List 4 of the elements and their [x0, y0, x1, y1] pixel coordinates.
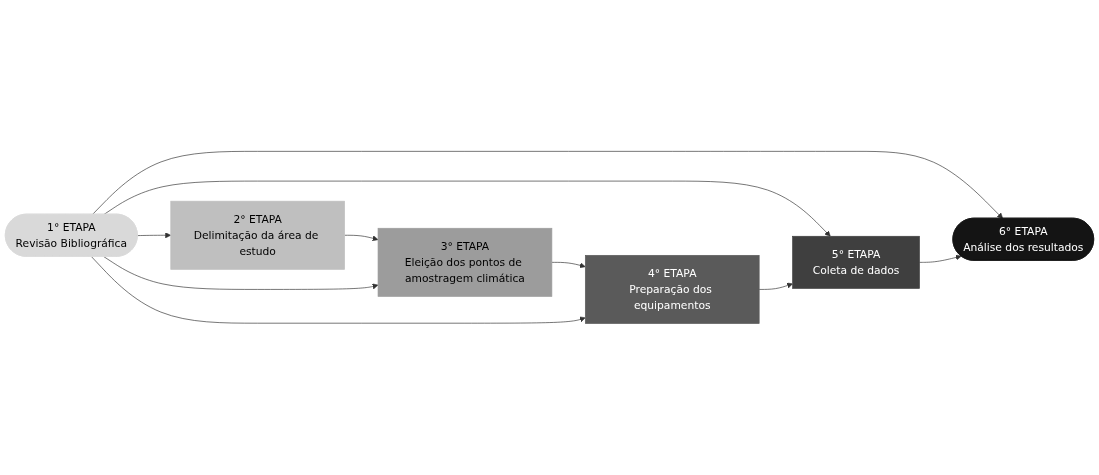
node-box: 5° ETAPA Coleta de dados: [792, 236, 920, 289]
node-box: 4° ETAPA Preparação dos equipamentos: [585, 255, 760, 324]
node-box: 3° ETAPA Eleição dos pontos de amostragem climática: [377, 227, 553, 297]
node-box: 2° ETAPA Delimitação da área de estudo: [170, 200, 345, 270]
